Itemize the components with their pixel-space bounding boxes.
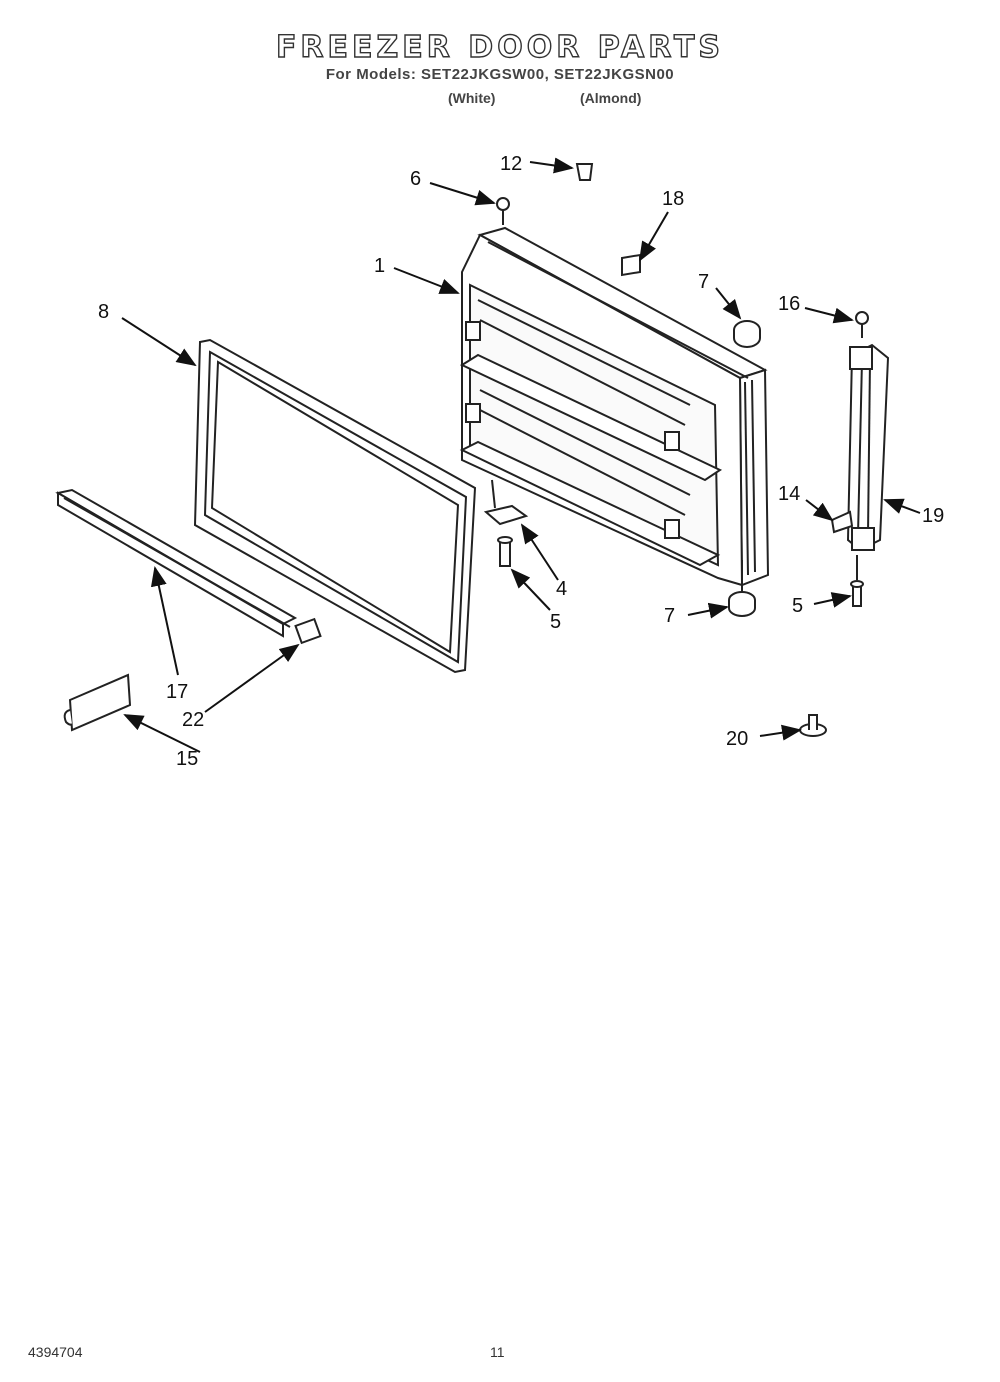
document-number: 4394704 — [28, 1344, 83, 1360]
door-liner — [459, 226, 770, 587]
callout-leaders — [121, 157, 921, 753]
part-22-end-cap — [294, 617, 322, 645]
model-numbers: For Models: SET22JKGSW00, SET22JKGSN00 — [325, 66, 675, 83]
part-16-screw — [855, 311, 869, 338]
part-7-cap-top — [733, 320, 761, 348]
callout-12: 12 — [500, 153, 522, 175]
callout-5-right: 5 — [792, 595, 803, 617]
door-gasket — [193, 338, 477, 674]
page-number: 11 — [490, 1344, 505, 1360]
callout-15: 15 — [176, 748, 198, 770]
part-5-screw-right — [850, 555, 864, 607]
callout-20: 20 — [726, 728, 748, 750]
callout-17: 17 — [166, 681, 188, 703]
callout-8: 8 — [98, 301, 109, 323]
callout-14: 14 — [778, 483, 800, 505]
part-18-label — [621, 253, 641, 277]
part-4-bracket — [483, 479, 529, 526]
callout-19: 19 — [922, 505, 944, 527]
callout-16: 16 — [778, 293, 800, 315]
callout-7-top: 7 — [698, 271, 709, 293]
callout-6: 6 — [410, 168, 421, 190]
part-20-hinge-pin — [799, 714, 827, 737]
callout-5-left: 5 — [550, 611, 561, 633]
part-17-trim — [55, 488, 298, 638]
part-6-screw — [496, 197, 510, 225]
callout-18: 18 — [662, 188, 684, 210]
part-15-cover — [63, 673, 132, 732]
part-12-plug — [575, 163, 594, 181]
callout-22: 22 — [182, 709, 204, 731]
callout-7-bottom: 7 — [664, 605, 675, 627]
handle — [846, 343, 890, 552]
callout-labels: 12 6 18 1 7 16 8 14 19 4 5 7 5 17 22 15 … — [98, 153, 944, 770]
callout-4: 4 — [556, 578, 567, 600]
finish-white: (White) — [448, 90, 496, 106]
part-14-clip — [830, 510, 854, 534]
callout-1: 1 — [374, 255, 385, 277]
finish-almond: (Almond) — [580, 90, 642, 106]
part-7-cap-bottom — [728, 560, 756, 617]
diagram-title: FREEZER DOOR PARTS — [275, 29, 725, 65]
part-5-screw-left — [497, 536, 513, 567]
